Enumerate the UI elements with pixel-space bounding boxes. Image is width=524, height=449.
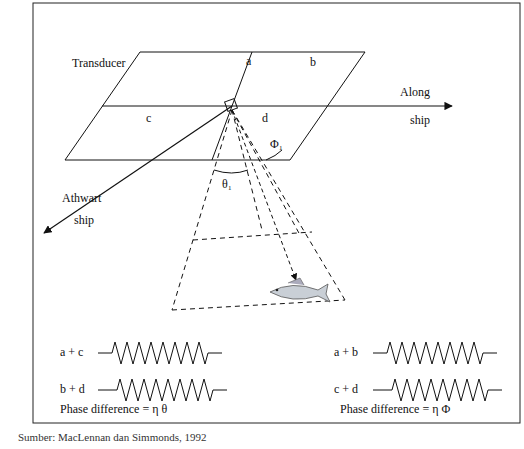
angle-label: Φ₁ xyxy=(270,138,283,151)
fish xyxy=(270,278,330,302)
quadrant-label: d xyxy=(262,112,268,125)
quadrant-label: b xyxy=(310,56,316,69)
signal-name: c + d xyxy=(334,383,358,396)
waveform xyxy=(98,342,222,364)
quadrant-label: c xyxy=(146,112,151,125)
signal-waves xyxy=(98,342,502,401)
waveform xyxy=(373,342,497,364)
angle-label: θ₁ xyxy=(222,178,232,191)
axis-label: Along xyxy=(400,86,430,99)
frame xyxy=(33,3,520,423)
axis-label: ship xyxy=(74,214,94,227)
part-name: Transducer xyxy=(72,57,126,70)
beam-lines xyxy=(172,110,345,310)
formula: Phase difference = η Φ xyxy=(340,403,450,416)
axis-arrows xyxy=(44,106,452,233)
signal-name: a + c xyxy=(60,346,83,359)
signal-name: a + b xyxy=(334,346,358,359)
signal-name: b + d xyxy=(60,383,85,396)
axis-label: Athwart xyxy=(62,192,101,205)
caption: Sumber: MacLennan dan Simmonds, 1992 xyxy=(18,431,207,443)
formula: Phase difference = η θ xyxy=(60,403,167,416)
axis-label: ship xyxy=(410,114,430,127)
transducer-plane xyxy=(65,52,365,160)
waveform xyxy=(373,379,502,401)
waveform xyxy=(98,379,227,401)
angle-arcs xyxy=(214,150,282,173)
quadrant-label: a xyxy=(246,55,251,68)
